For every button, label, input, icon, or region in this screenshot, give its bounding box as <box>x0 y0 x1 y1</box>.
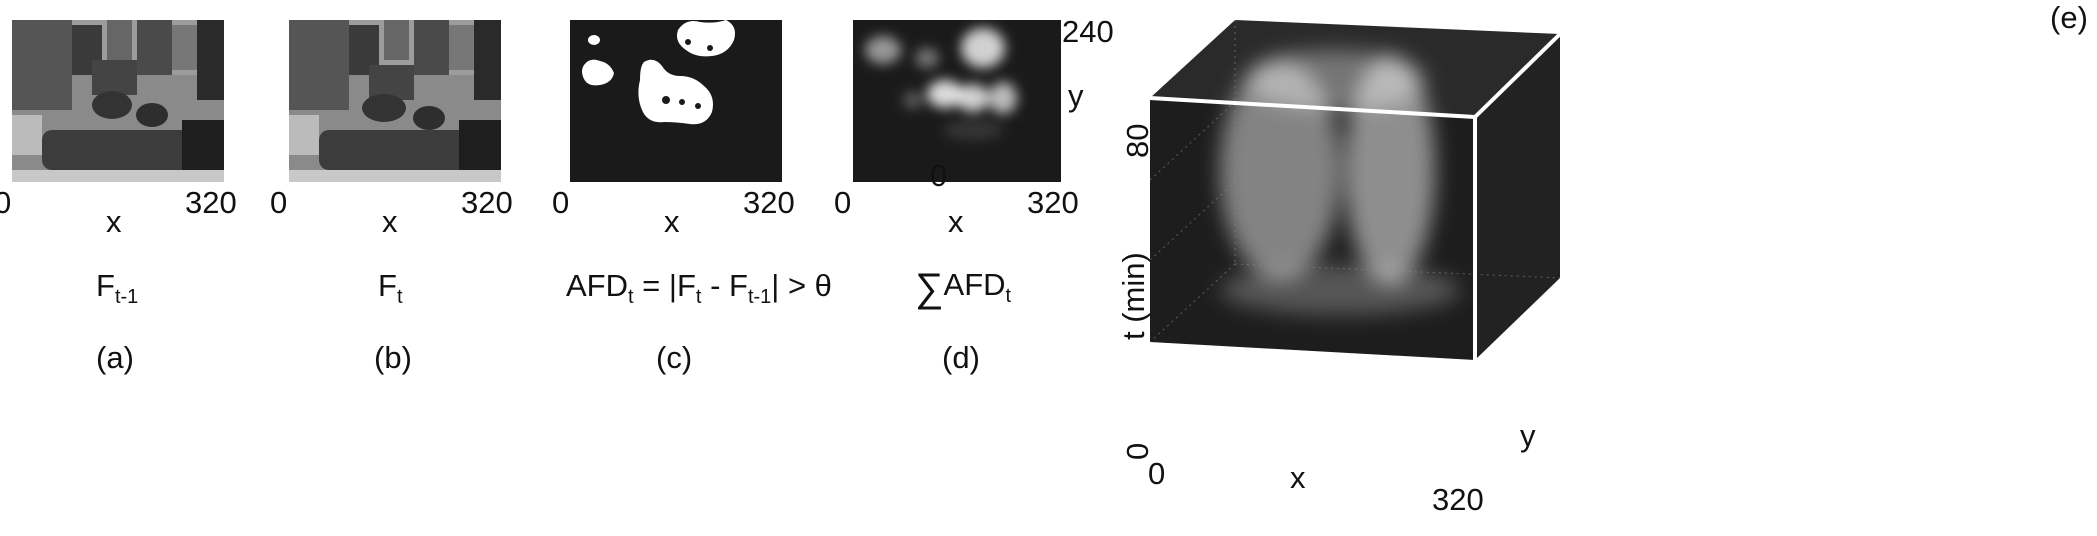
formula-part-2: = |F <box>633 268 696 303</box>
spacetime-cube <box>1149 20 1560 360</box>
formula-subscript: t <box>1005 285 1012 307</box>
formula-subscript: t-1 <box>114 286 139 308</box>
cube-right-face <box>1475 34 1560 360</box>
panel-d-x-min: 0 <box>834 185 852 220</box>
panel-d-y-max: 240 <box>1062 14 1114 49</box>
formula-part-3: - F <box>701 268 748 303</box>
panel-b-x-label: x <box>382 204 398 239</box>
formula-main: F <box>378 268 397 303</box>
panel-e-x-label: x <box>1290 460 1306 495</box>
panel-a-x-min: 0 <box>0 185 12 220</box>
panel-a-formula: Ft-1 <box>96 270 138 307</box>
panel-c-x-max: 320 <box>743 185 795 220</box>
frame-difference-binary-image <box>570 20 782 182</box>
panel-e-x-min: 0 <box>1148 456 1166 491</box>
formula-main: F <box>96 268 115 303</box>
panel-b-x-min: 0 <box>270 185 288 220</box>
panel-d-y-min: 0 <box>930 158 948 193</box>
panel-d-x-label: x <box>948 204 964 239</box>
panel-a-caption: (a) <box>96 340 134 375</box>
panel-d-y-label: y <box>1068 78 1084 113</box>
accumulated-afd-image <box>853 20 1061 182</box>
panel-d-formula: ∑AFDt <box>915 268 1011 308</box>
panel-c-x-min: 0 <box>552 185 570 220</box>
panel-c-formula: AFDt = |Ft - Ft-1| > θ <box>566 270 832 307</box>
panel-e-y-label: y <box>1520 418 1536 453</box>
panel-a-x-label: x <box>106 204 122 239</box>
formula-part-1: AFD <box>566 268 628 303</box>
frame-previous-image <box>12 20 224 182</box>
formula-part-4: | > θ <box>771 268 832 303</box>
formula-sub-1: t <box>628 286 634 308</box>
panel-a-x-max: 320 <box>185 185 237 220</box>
panel-e-caption: (e) <box>2050 0 2088 35</box>
panel-b-caption: (b) <box>374 340 412 375</box>
panel-b-formula: Ft <box>378 270 403 307</box>
formula-main: AFD <box>943 267 1006 302</box>
formula-sub-3: t-1 <box>747 286 772 308</box>
panel-d-x-max: 320 <box>1027 185 1079 220</box>
frame-current-image <box>289 20 501 182</box>
panel-b-x-max: 320 <box>461 185 513 220</box>
panel-c-caption: (c) <box>656 340 693 375</box>
panel-e-x-max: 320 <box>1432 482 1484 517</box>
formula-sub-2: t <box>695 286 702 308</box>
panel-c-x-label: x <box>664 204 680 239</box>
panel-e-t-max: 80 <box>1120 123 1155 158</box>
sum-symbol: ∑ <box>915 266 944 310</box>
panel-e-t-label: t (min) <box>1116 252 1151 340</box>
panel-d-caption: (d) <box>942 340 980 375</box>
formula-subscript: t <box>396 286 403 308</box>
